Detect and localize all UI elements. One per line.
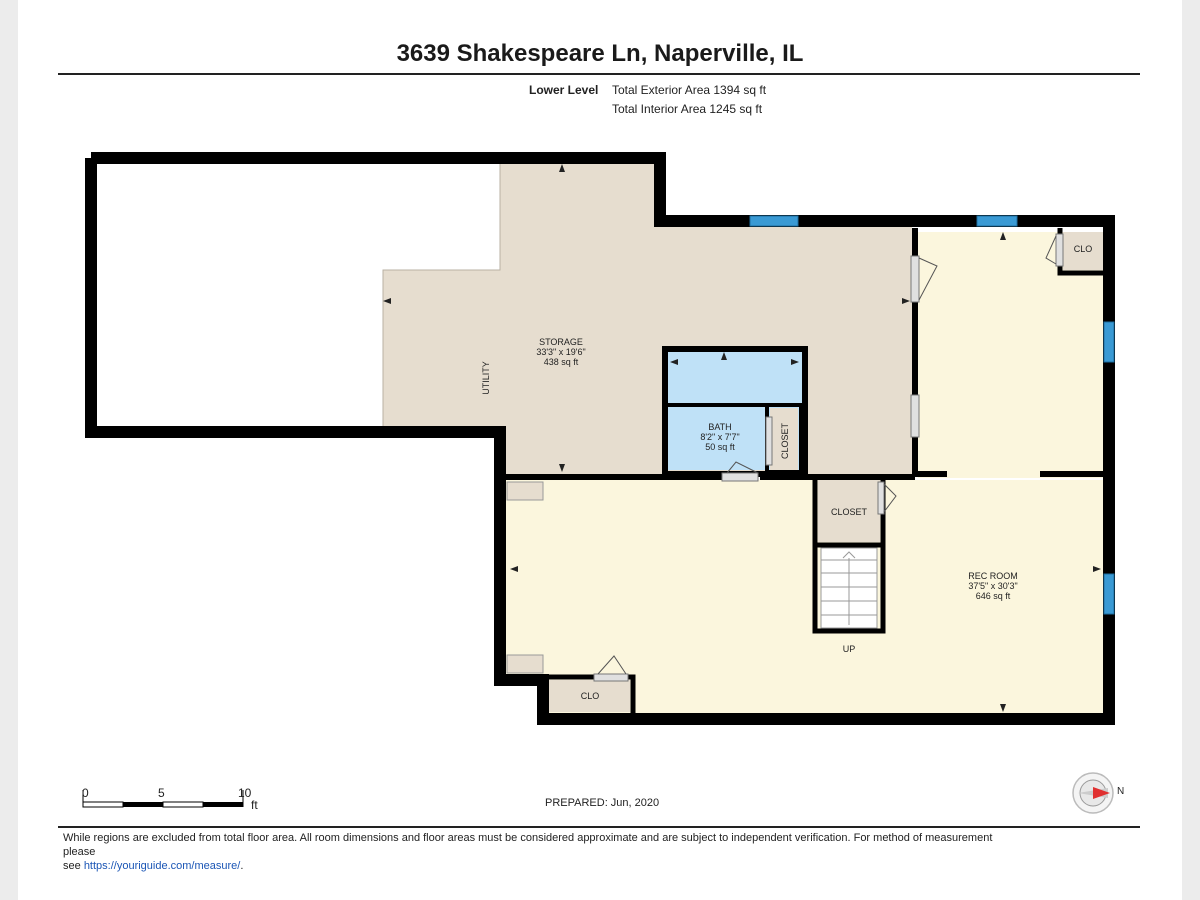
compass-label: N — [1117, 786, 1125, 797]
bath-area-text: 50 sq ft — [705, 442, 735, 452]
storage-shelf — [506, 654, 544, 674]
window — [749, 215, 799, 227]
utility-label: UTILITY — [481, 361, 491, 395]
storage-area-text: 438 sq ft — [544, 357, 579, 367]
stair-closet-label: CLOSET — [831, 507, 868, 517]
storage-dims: 33'3" x 19'6" — [536, 347, 585, 357]
scale-bar — [82, 790, 244, 808]
door — [721, 472, 759, 482]
clo-bottom-area — [548, 680, 630, 712]
storage-shelf — [506, 481, 544, 501]
bath-closet-label: CLOSET — [780, 422, 790, 459]
stairs-walls — [812, 542, 886, 634]
scale-unit: ft — [251, 798, 258, 812]
stairs — [820, 547, 878, 629]
clo-top-right-area — [1063, 232, 1103, 270]
door — [910, 394, 920, 438]
door-swings — [597, 235, 1057, 675]
footer-divider — [58, 826, 1140, 828]
rec-room-label: REC ROOM — [968, 571, 1018, 581]
rec-room-area — [505, 480, 1105, 716]
header-divider — [58, 73, 1140, 75]
door — [593, 673, 629, 682]
clo-bottom-label: CLO — [581, 691, 600, 701]
bath-closet-area — [770, 408, 798, 470]
dimension-arrows — [383, 164, 1101, 712]
footer-disclaimer: While regions are excluded from total fl… — [63, 831, 1003, 873]
scale-tick-5: 5 — [158, 786, 165, 800]
door — [765, 416, 773, 466]
window — [1103, 321, 1115, 363]
bath-label: BATH — [708, 422, 731, 432]
rec-room-area-text: 646 sq ft — [976, 591, 1011, 601]
window — [976, 215, 1018, 227]
bath-dims: 8'2" x 7'7" — [700, 432, 739, 442]
rec-room-upper-area — [918, 232, 1105, 478]
stairs-label: UP — [843, 644, 856, 654]
storage-label: STORAGE — [539, 337, 583, 347]
exterior-area: Total Exterior Area 1394 sq ft — [612, 83, 767, 97]
clo-bottom-walls — [545, 674, 636, 716]
disclaimer-text: While regions are excluded from total fl… — [63, 832, 993, 858]
compass-icon — [1072, 772, 1114, 814]
utility-boundary — [382, 164, 501, 430]
window — [1103, 573, 1115, 615]
door — [1055, 233, 1064, 267]
clo-top-right-label: CLO — [1074, 244, 1093, 254]
exterior-wall — [85, 152, 1115, 725]
scale-tick-10: 10 — [238, 786, 252, 800]
rec-room-dims: 37'5" x 30'3" — [968, 581, 1017, 591]
level-name: Lower Level — [529, 83, 599, 97]
page-title: 3639 Shakespeare Ln, Naperville, IL — [396, 40, 804, 67]
door — [877, 481, 885, 515]
prepared-date: PREPARED: Jun, 2020 — [545, 797, 660, 809]
scale-tick-0: 0 — [82, 786, 89, 800]
interior-area: Total Interior Area 1245 sq ft — [612, 102, 763, 116]
measurement-link[interactable]: https://youriguide.com/measure/ — [83, 860, 241, 872]
walls — [85, 152, 1115, 725]
stair-closet-area — [818, 480, 880, 542]
windows — [749, 215, 1115, 615]
footer-end: . — [240, 860, 244, 872]
door — [910, 255, 920, 303]
see-text: see — [63, 860, 81, 872]
doors — [593, 233, 1064, 682]
